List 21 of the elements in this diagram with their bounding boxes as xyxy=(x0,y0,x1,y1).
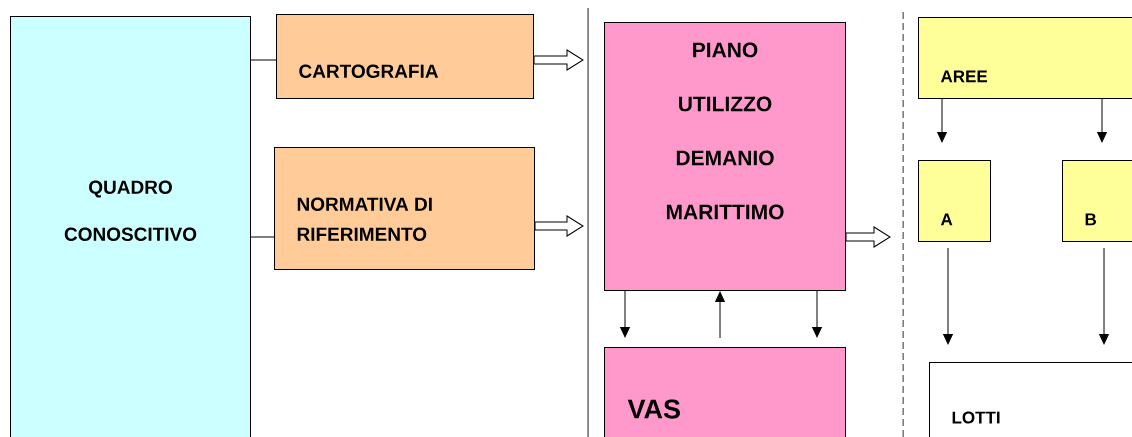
arrow xyxy=(715,291,725,339)
process-box: CARTOGRAFIA xyxy=(276,14,534,99)
connector-line xyxy=(250,59,277,61)
process-box: B xyxy=(1062,160,1132,242)
hollow-arrow xyxy=(534,215,584,237)
arrow xyxy=(937,98,947,143)
arrow xyxy=(620,290,630,338)
arrow xyxy=(812,290,822,338)
process-box: QUADRO CONOSCITIVO xyxy=(10,16,251,437)
process-box: PIANO UTILIZZO DEMANIO MARITTIMO xyxy=(604,22,846,291)
hollow-arrow xyxy=(533,49,584,71)
arrow xyxy=(1097,98,1107,143)
arrow xyxy=(1099,247,1109,345)
hollow-arrow xyxy=(845,226,891,248)
process-box: NORMATIVA DI RIFERIMENTO xyxy=(274,147,535,270)
connector-line xyxy=(250,236,275,238)
arrow xyxy=(943,247,953,345)
process-box: A xyxy=(918,160,991,242)
process-box: LOTTI xyxy=(929,362,1132,437)
process-box: AREE xyxy=(918,17,1132,99)
process-box: VAS xyxy=(604,347,846,437)
